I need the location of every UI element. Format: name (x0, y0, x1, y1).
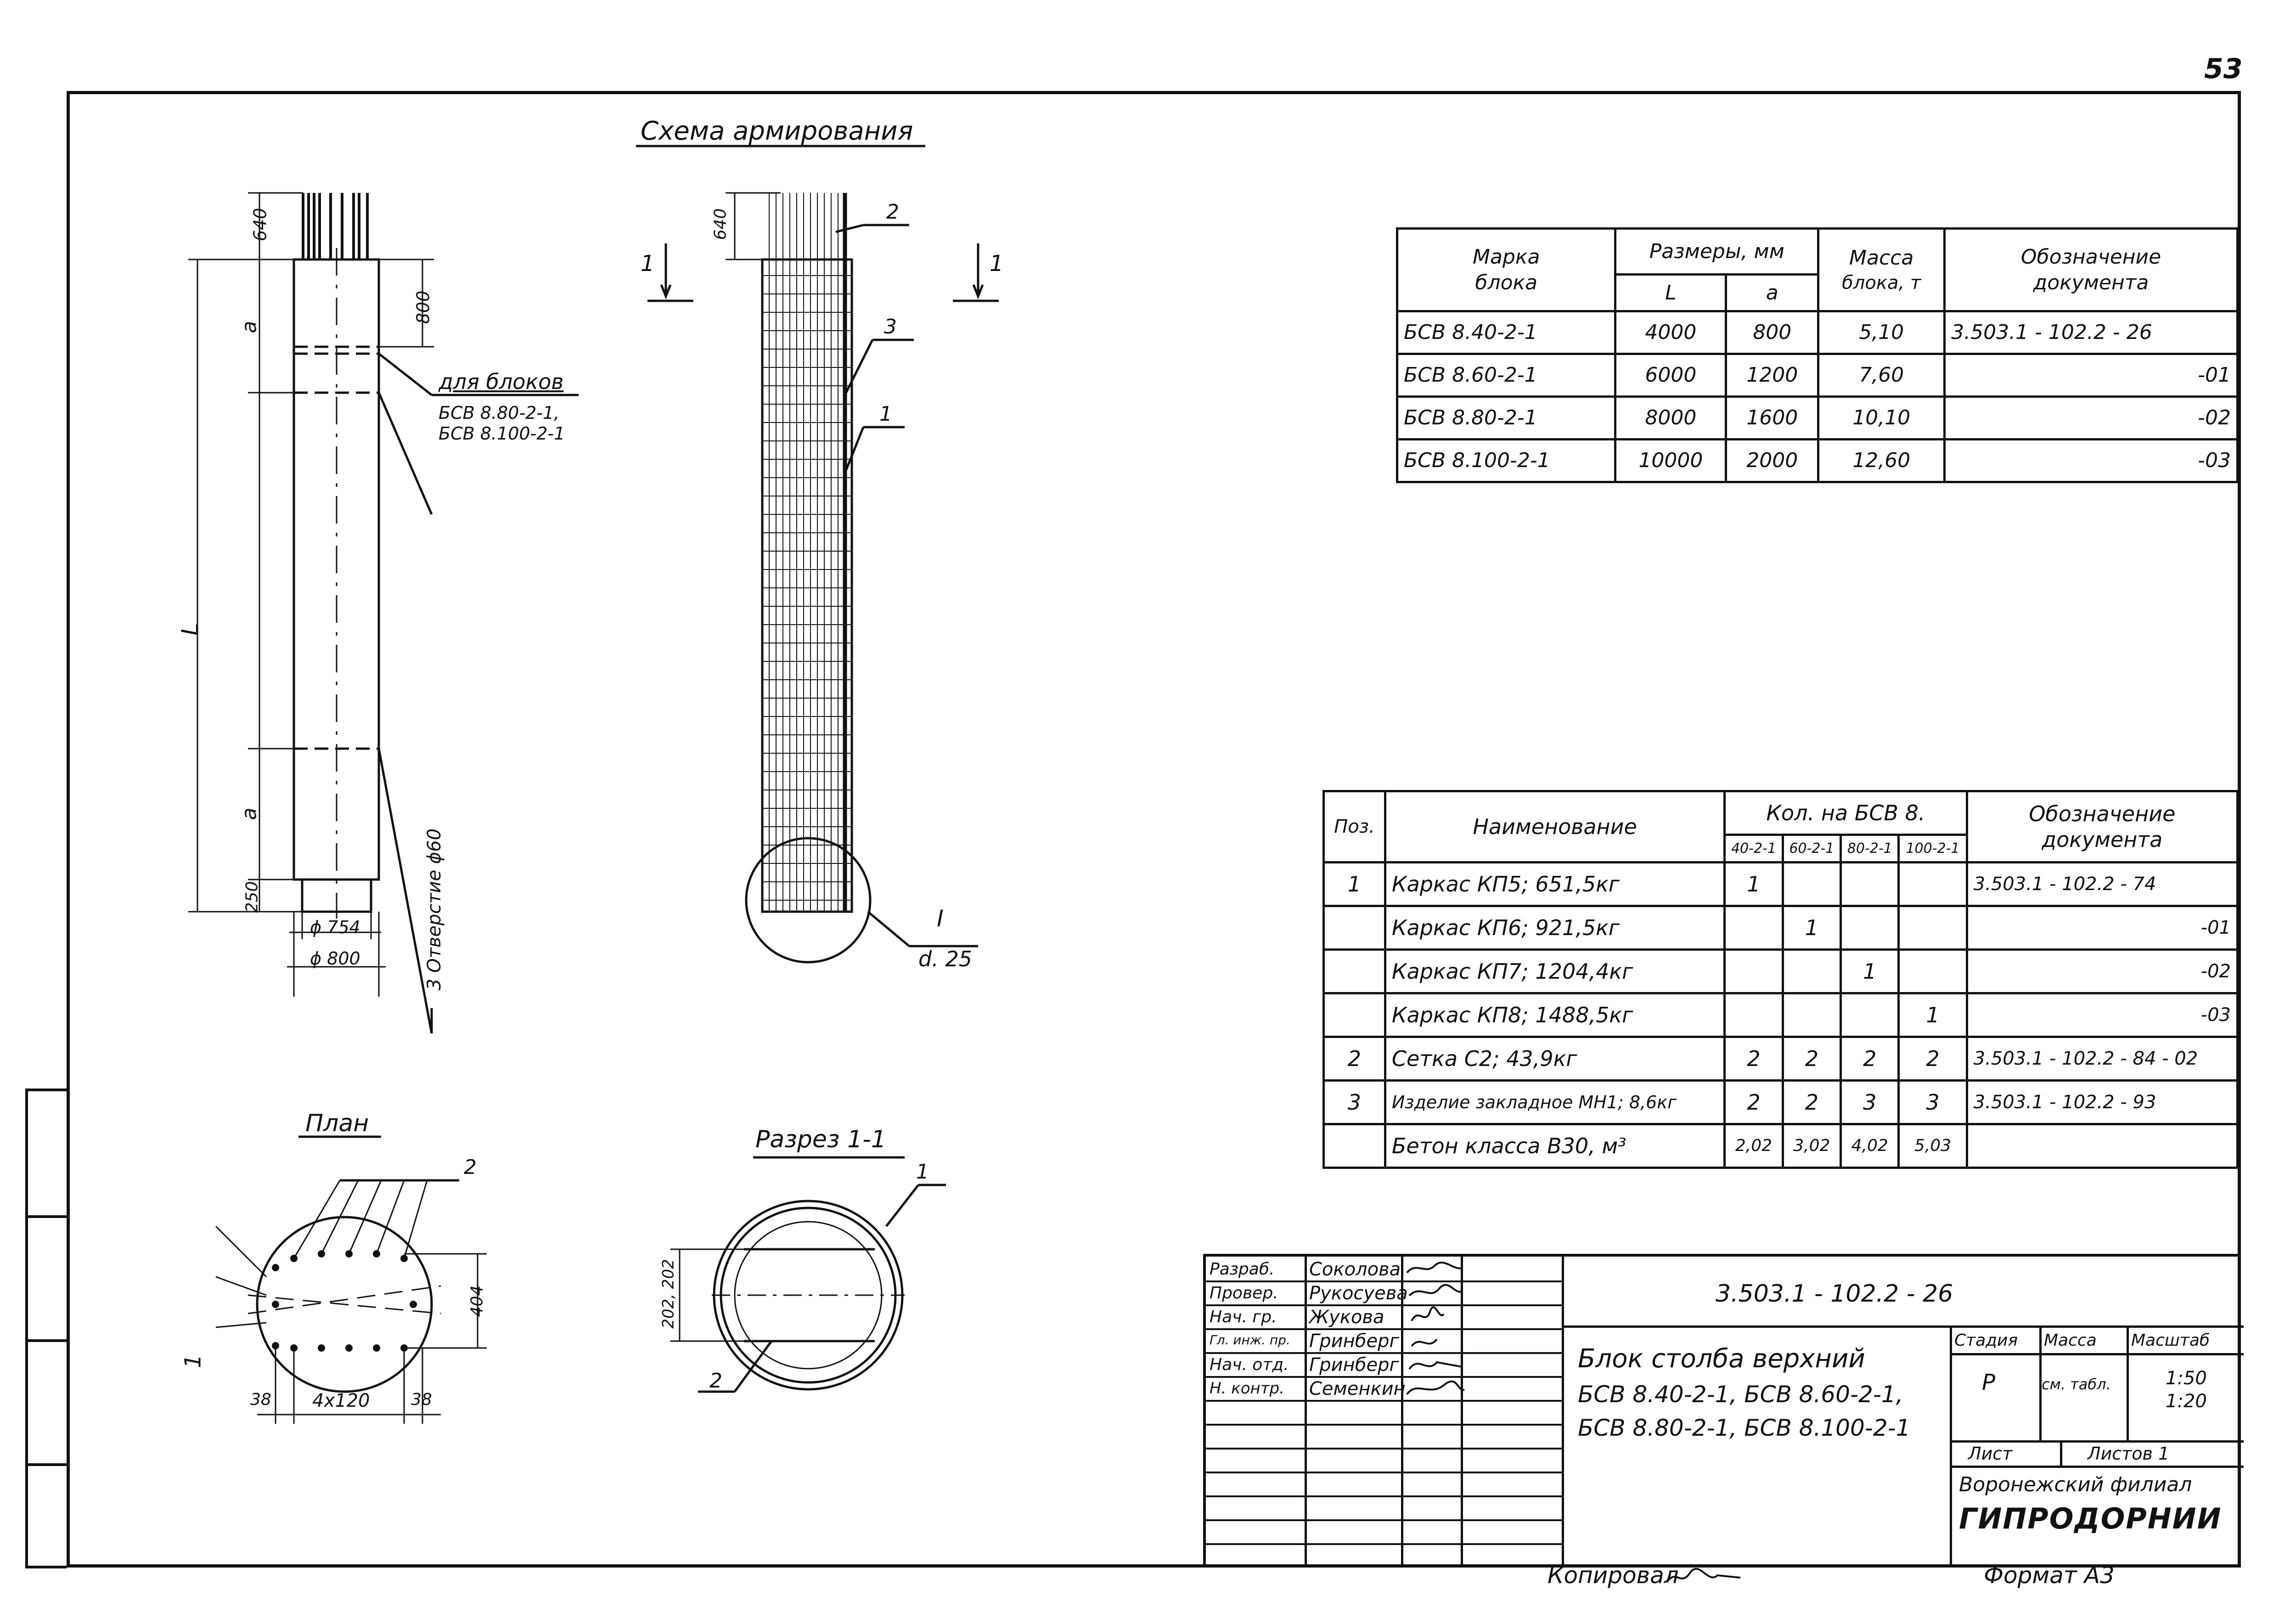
plan-dim-4x120: 4x120 (312, 1390, 370, 1411)
scale-label: Масштаб (2131, 1331, 2210, 1350)
stage-label: Стадия (1954, 1331, 2018, 1350)
sheets-label: Листов 1 (2088, 1444, 2170, 1464)
detail-number: I (937, 905, 944, 932)
copied-by: Копировал (1548, 1562, 1679, 1589)
drawing-frame (67, 91, 2241, 1568)
th-pos: Поз. (1322, 790, 1386, 863)
cut-label-right: 1 (990, 251, 1004, 276)
section-title: Схема армирования (641, 116, 913, 146)
cage-pos-2: 2 (886, 200, 899, 224)
plan-dim-38-left: 38 (250, 1390, 271, 1409)
cage-pos-3: 3 (884, 315, 897, 338)
spec-table: Поз. Наименование Кол. на БСВ 8. Обознач… (1322, 790, 2239, 1169)
organization-name: ГИПРОДОРНИИ (1959, 1502, 2222, 1535)
signatures (1406, 1262, 1465, 1395)
section-pos-2: 2 (709, 1369, 722, 1393)
name-chief-engineer: Гринберг (1309, 1331, 1399, 1352)
stage-value: Р (1982, 1370, 1995, 1395)
role-dept-head: Нач. отд. (1210, 1355, 1289, 1374)
title-block: Разраб. Соколова Провер. Рукосуева Нач. … (1203, 1254, 2244, 1568)
section-view-title: Разрез 1-1 (755, 1126, 886, 1153)
scale-value-1: 1:50 (2166, 1368, 2207, 1389)
dim-640: 640 (250, 208, 270, 242)
plan-dim-404: 404 (467, 1285, 487, 1317)
plan-title: План (305, 1110, 369, 1137)
dim-a-top: a (237, 321, 261, 333)
section-pos-1: 1 (916, 1160, 929, 1184)
th-name: Наименование (1384, 790, 1726, 863)
detail-reference: d. 25 (918, 947, 972, 971)
section-view (670, 1184, 946, 1393)
format-label: Формат А3 (1984, 1562, 2115, 1589)
page-number: 53 (2204, 53, 2243, 85)
role-norm-control: Н. контр. (1210, 1379, 1284, 1398)
doc-code: 3.503.1 - 102.2 - 26 (1716, 1280, 1953, 1308)
binding-strip (25, 1088, 67, 1568)
plan-view (215, 1179, 487, 1424)
plan-dim-38-right: 38 (411, 1390, 432, 1409)
note-line2: БСВ 8.100-2-1 (439, 423, 565, 444)
plan-pos-1: 1 (180, 1354, 206, 1369)
reinforcement-cage (647, 192, 999, 964)
th-L: L (1614, 273, 1728, 312)
role-checker: Провер. (1210, 1284, 1278, 1303)
name-dept-head: Гринберг (1309, 1354, 1399, 1376)
title-line2: БСВ 8.40-2-1, БСВ 8.60-2-1, (1578, 1381, 1903, 1408)
dim-800: 800 (413, 290, 433, 324)
plan-pos-2: 2 (464, 1156, 477, 1179)
title-line3: БСВ 8.80-2-1, БСВ 8.100-2-1 (1578, 1415, 1911, 1441)
table-row: Бетон класса В30, м³ 2,02 3,02 4,02 5,03 (1322, 1123, 2239, 1169)
column-elevation (188, 192, 579, 1034)
dim-250: 250 (242, 881, 262, 913)
table-row: Каркас КП6; 921,5кг 1 -01 (1322, 905, 2239, 951)
th-sizes: Размеры, мм (1614, 227, 1820, 276)
name-developer: Соколова (1309, 1259, 1401, 1280)
role-group-head: Нач. гр. (1210, 1308, 1277, 1326)
name-group-head: Жукова (1309, 1307, 1384, 1328)
th-qty: Кол. на БСВ 8. (1723, 790, 1968, 836)
copied-signature (1666, 1568, 1741, 1583)
hole-note: 3 Отверстие ϕ60 (424, 828, 445, 991)
mass-value: см. табл. (2042, 1376, 2111, 1393)
sheet-label: Лист (1968, 1444, 2013, 1464)
mass-label: Масса (2044, 1331, 2097, 1350)
dim-L: L (176, 623, 203, 636)
note-title: для блоков (439, 369, 564, 394)
table-row: Каркас КП7; 1204,4кг 1 -02 (1322, 948, 2239, 994)
note-line1: БСВ 8.80-2-1, (439, 403, 560, 423)
role-chief-engineer: Гл. инж. пр. (1210, 1332, 1290, 1348)
cut-label-left: 1 (641, 251, 655, 276)
dim-a-bottom: a (237, 807, 261, 820)
table-row: Каркас КП8; 1488,5кг 1 -03 (1322, 992, 2239, 1038)
dia-754: ϕ 754 (310, 917, 360, 937)
cage-dim-640: 640 (711, 208, 730, 240)
organization-branch: Воронежский филиал (1959, 1473, 2192, 1496)
dia-800: ϕ 800 (310, 948, 360, 969)
name-norm-control: Семенкин (1309, 1378, 1406, 1399)
role-developer: Разраб. (1210, 1260, 1275, 1279)
section-dim-202: 202, 202 (659, 1259, 678, 1329)
th-a: a (1725, 273, 1820, 312)
cage-pos-1: 1 (879, 402, 892, 426)
title-line1: Блок столба верхний (1578, 1344, 1865, 1374)
scale-value-2: 1:20 (2166, 1391, 2207, 1412)
name-checker: Рукосуева (1309, 1283, 1408, 1304)
